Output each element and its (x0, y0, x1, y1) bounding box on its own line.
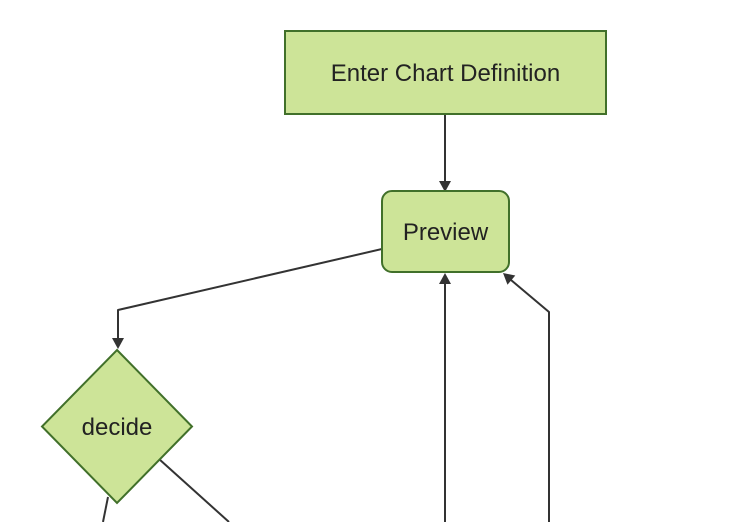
edge-preview-to-decide (112, 248, 383, 349)
node-preview: Preview (381, 190, 510, 273)
edge-line (510, 279, 550, 522)
edge-bottom-right-to-preview (503, 273, 550, 522)
arrowhead-down-icon (439, 181, 451, 192)
edge-bottom-to-preview (439, 273, 451, 522)
edge-decide-out-right (158, 458, 230, 522)
node-decide: decide (40, 348, 194, 505)
edge-decide-out-left (102, 496, 109, 522)
arrowhead-down-icon (112, 338, 124, 349)
edge-definition-to-preview (439, 114, 451, 192)
node-diamond (40, 348, 194, 505)
node-enter-chart-definition: Enter Chart Definition (284, 30, 607, 115)
arrowhead-up-icon (439, 273, 451, 284)
node-label: Enter Chart Definition (331, 60, 560, 87)
node-rectangle (284, 30, 607, 115)
arrowhead-up-left-icon (503, 273, 516, 285)
node-label: Preview (403, 219, 489, 246)
node-rounded-rectangle (381, 190, 510, 273)
edge-line (117, 248, 383, 338)
node-label: decide (82, 414, 153, 441)
